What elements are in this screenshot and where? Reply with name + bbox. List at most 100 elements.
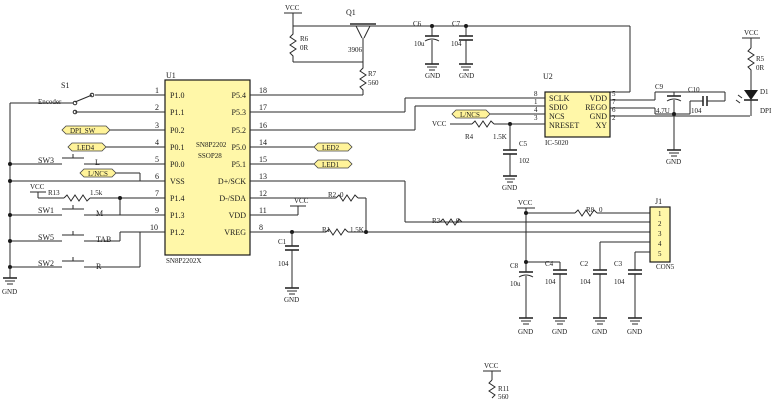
u1-pin-num-l2: 3 — [155, 121, 159, 130]
u2-pin-name-r2: GND — [590, 112, 608, 121]
sw5-ref: SW5 — [38, 233, 54, 242]
u1-pin-name-r3: P5.0 — [232, 143, 246, 152]
r8-ref: R8 — [586, 206, 595, 214]
vcc-j1-rail: VCC R8 0 — [517, 199, 650, 272]
gnd-u2-text: GND — [666, 158, 681, 166]
u1-pin-num-l1: 2 — [155, 103, 159, 112]
u1-pin-num-r0: 18 — [259, 86, 267, 95]
u1-pin-num-r1: 17 — [259, 103, 267, 112]
u1-pin-name-l0: P1.0 — [170, 91, 184, 100]
u2-sensor: U2 IC-5020 SCLK SDIO NCS NRESET VDD REGO… — [534, 72, 616, 147]
led2-text: LED2 — [322, 144, 340, 152]
r3-resistor: R3 0 — [432, 217, 463, 226]
u2-pin-name-r1: REGO — [585, 103, 607, 112]
u1-pin-name-l3: P0.1 — [170, 143, 184, 152]
r2-resistor: R2 0 — [275, 191, 367, 232]
u1-pin-name-l7: P1.3 — [170, 211, 184, 220]
j1-ref: J1 — [655, 197, 662, 206]
cap-c7: C7 104 GND — [451, 20, 474, 80]
r6-val: 0R — [300, 44, 309, 52]
c9-val: 4.7U — [656, 107, 670, 115]
u1-pin-name-l6: P1.4 — [170, 194, 184, 203]
u2-pin-name-r0: VDD — [590, 94, 608, 103]
u1-pin-name-r4: P5.1 — [232, 160, 246, 169]
u2-body — [544, 91, 611, 138]
u1-pin-name-r8: VREG — [224, 228, 246, 237]
r1-val: 1.5K — [350, 226, 364, 234]
c10-ref: C10 — [688, 86, 700, 94]
u2-pin-name-l3: NRESET — [549, 121, 579, 130]
c5-ref: C5 — [519, 140, 528, 148]
u1-pin-num-l8: 10 — [150, 223, 158, 232]
vcc-bottom: VCC — [484, 362, 499, 370]
sw3-ref: SW3 — [38, 156, 54, 165]
u1-pin-name-r7: VDD — [229, 211, 247, 220]
r4-pullup: VCC R4 1.5K — [432, 120, 545, 141]
c5-val: 102 — [519, 157, 530, 165]
r4-ref: R4 — [465, 133, 474, 141]
s1-ref: S1 — [61, 81, 69, 90]
lncs-right-text: L/NCS — [460, 111, 480, 119]
c8-ref: C8 — [510, 262, 519, 270]
u2-pin-name-l2: NCS — [549, 112, 565, 121]
u1-pin-num-l3: 4 — [155, 138, 159, 147]
u1-pin-num-r4: 15 — [259, 155, 267, 164]
j1-pin-2: 2 — [658, 220, 662, 228]
u1-pin-name-r5: D+/SCK — [218, 177, 246, 186]
gnd-left: GND — [2, 267, 17, 296]
vcc-r4: VCC — [432, 120, 447, 128]
c2-ref: C2 — [580, 260, 589, 268]
c9-ref: C9 — [655, 83, 664, 91]
led-ref: D1 — [760, 88, 769, 96]
r11-val: 560 — [498, 393, 509, 400]
r3-ref: R3 — [432, 217, 441, 225]
j1-pin-1: 1 — [658, 210, 662, 218]
c5-gnd: GND — [502, 184, 517, 192]
sw1-ref: SW1 — [38, 206, 54, 215]
sw5-key: TAB — [96, 235, 111, 244]
u1-pin-num-r3: 14 — [259, 138, 267, 147]
u2-pin-num-r1: 7 — [612, 98, 616, 106]
c7-ref: C7 — [452, 20, 461, 28]
u2-pin-num-l3: 3 — [534, 114, 538, 122]
u1-pin-num-r7: 11 — [259, 206, 267, 215]
r2-val: 0 — [340, 191, 344, 199]
c6-ref: C6 — [413, 20, 422, 28]
gnd-left-text: GND — [2, 288, 17, 296]
j1-body — [649, 206, 671, 263]
u2-pin-num-l2: 4 — [534, 106, 538, 114]
u1-pin-name-r2: P5.2 — [232, 126, 246, 135]
u2-pin-num-l1: 1 — [534, 98, 538, 106]
c1-val: 104 — [278, 260, 289, 268]
r7-ref: R7 — [368, 70, 377, 78]
c6-gnd: GND — [425, 72, 440, 80]
cap-c4: C4 104 GND — [545, 260, 567, 336]
encoder-switch-s1: S1 Encoder — [9, 81, 140, 265]
u1-part-bottom: SN8P2202X — [166, 257, 201, 265]
vcc-top: VCC — [285, 4, 300, 12]
s1-label: Encoder — [38, 98, 62, 106]
cap-c2: C2 104 GND — [580, 260, 607, 336]
c1-ref: C1 — [278, 238, 287, 246]
c3-gnd: GND — [627, 328, 642, 336]
u1-pin-name-l5: VSS — [170, 177, 185, 186]
q1-ref: Q1 — [346, 8, 356, 17]
u2-pin-num-l0: 8 — [534, 90, 538, 98]
c8-val: 10u — [510, 280, 521, 288]
cap-c3: C3 104 GND — [614, 260, 642, 336]
cap-c1: C1 104 GND — [278, 232, 299, 304]
sw1-key: M — [96, 209, 103, 218]
r8-val: 0 — [599, 206, 603, 214]
u1-body — [164, 79, 251, 256]
u1-part-top: SN8P2202 — [196, 141, 227, 149]
u2-pin-name-l0: SCLK — [549, 94, 570, 103]
c8-gnd: GND — [518, 328, 533, 336]
u1-pin-num-l4: 5 — [155, 155, 159, 164]
net-label-lncs-left: L/NCS — [79, 168, 141, 181]
net-label-dpi-sw: DPI_SW — [61, 125, 140, 135]
switch-sw3: SW3 L — [8, 154, 140, 167]
net-label-led1: LED1 — [275, 159, 353, 169]
u1-pin-num-l0: 1 — [155, 86, 159, 95]
u1-pin-name-l2: P0.2 — [170, 126, 184, 135]
